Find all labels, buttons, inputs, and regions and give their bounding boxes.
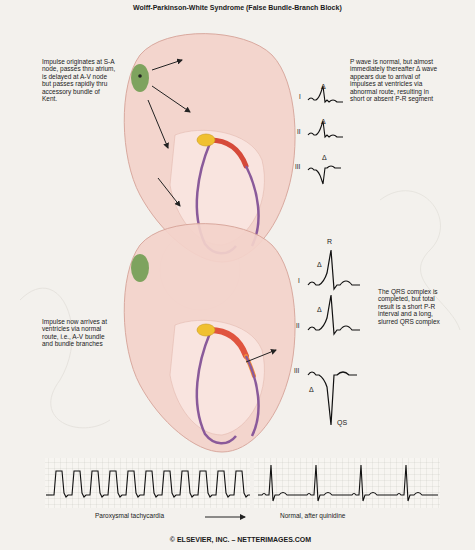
strip-caption: Paroxysmal tachycardia: [95, 512, 164, 519]
delta-label: Δ: [321, 118, 326, 126]
wave-label: QS: [337, 419, 347, 427]
lead-label: II: [296, 322, 300, 329]
lead-label: I: [298, 277, 300, 284]
delta-label: Δ: [321, 83, 326, 91]
delta-label: Δ: [309, 386, 314, 394]
delta-label: Δ: [322, 154, 327, 162]
copyright-footer: © ELSEVIER, INC. – NETTERIMAGES.COM: [3, 536, 475, 544]
note-text: Impulse now arrives at ventricles via no…: [42, 318, 114, 348]
note-text: Impulse originates at S-A node, passes t…: [42, 58, 116, 103]
note-text: The QRS complex is completed, but total …: [378, 288, 450, 325]
lead-label: III: [294, 367, 299, 374]
note-text: P wave is normal, but almost immediately…: [350, 58, 442, 103]
lead-label: I: [299, 93, 301, 100]
delta-label: Δ: [317, 261, 322, 269]
delta-label: Δ: [317, 306, 322, 314]
wave-label: R: [327, 238, 332, 246]
diagram-title: Wolff-Parkinson-White Syndrome (False Bu…: [133, 4, 342, 12]
lead-label: III: [295, 163, 300, 170]
strip-caption: Normal, after quinidine: [280, 512, 345, 519]
lead-label: II: [297, 128, 301, 135]
